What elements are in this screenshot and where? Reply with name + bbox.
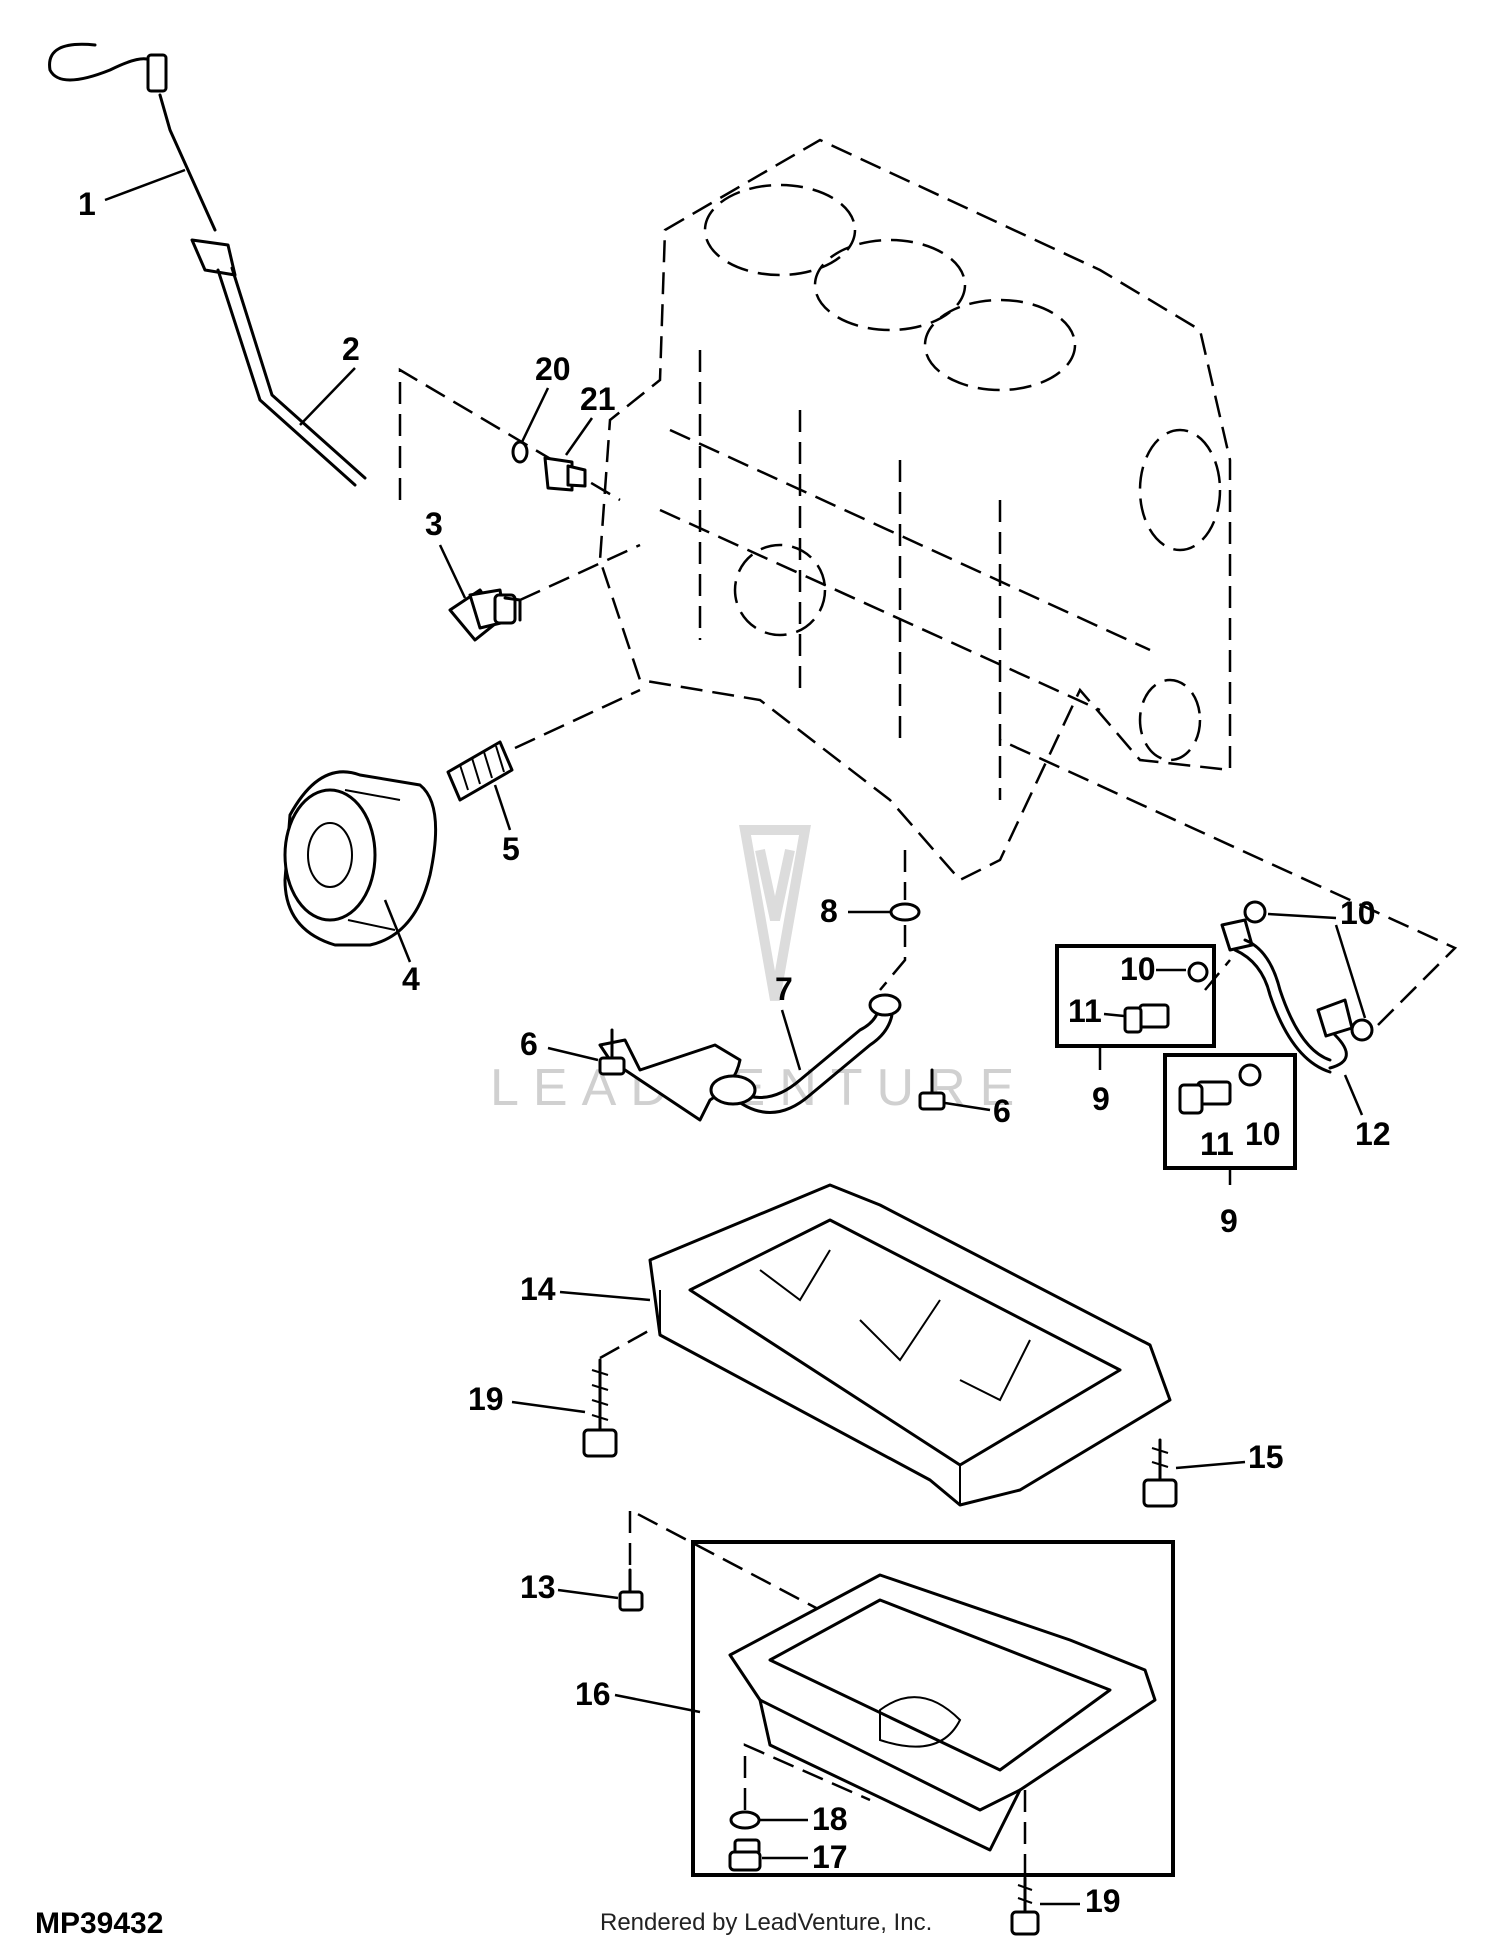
callout-7: 7 — [775, 971, 793, 1007]
banjo-bolt-11-upper[interactable] — [1123, 1003, 1170, 1034]
drain-plug-17[interactable] — [728, 1838, 762, 1872]
callout-1: 1 — [78, 186, 96, 222]
render-credit: Rendered by LeadVenture, Inc. — [600, 1909, 932, 1936]
bolt-6-left[interactable] — [598, 1028, 626, 1076]
callout-10a: 10 — [1120, 951, 1156, 987]
oil-strainer[interactable] — [598, 993, 902, 1122]
callout-16: 16 — [575, 1676, 611, 1712]
dipstick-guide[interactable] — [190, 238, 367, 487]
bolt-19-lower[interactable] — [1010, 1876, 1040, 1936]
washer-10-right-top[interactable] — [1243, 900, 1267, 924]
callout-3: 3 — [425, 506, 443, 542]
callout-8: 8 — [820, 893, 838, 929]
callout-2: 2 — [342, 331, 360, 367]
oil-pan-box — [691, 1540, 1175, 1877]
bolt-19-dashed — [599, 1328, 651, 1360]
watermark: LEADVENTURE — [490, 825, 1028, 1117]
switch-dashed-path — [519, 543, 641, 602]
dipstick[interactable] — [48, 42, 217, 232]
pipe-dashed-path — [999, 738, 1458, 1026]
callout-15: 15 — [1248, 1439, 1284, 1475]
callout-12: 12 — [1355, 1116, 1391, 1152]
plug-dashed-path — [743, 1743, 871, 1810]
callout-6b: 6 — [993, 1093, 1011, 1129]
callout-9a: 9 — [1092, 1081, 1110, 1117]
callout-10c: 10 — [1340, 895, 1376, 931]
oil-pan-housing[interactable] — [648, 1183, 1172, 1507]
callout-19b: 19 — [1085, 1883, 1121, 1919]
bolt-19-upper[interactable] — [582, 1358, 618, 1458]
strainer-dashed-path — [879, 925, 907, 991]
dipstick-dashed-path — [398, 367, 621, 502]
leader-2 — [299, 367, 356, 426]
o-ring-8[interactable] — [889, 902, 921, 922]
leader-15 — [1175, 1460, 1246, 1470]
leader-16 — [614, 1693, 701, 1714]
callout-19a: 19 — [468, 1381, 504, 1417]
plug-21[interactable] — [543, 456, 587, 492]
washer-10-lower[interactable] — [1238, 1063, 1262, 1087]
leader-3 — [438, 544, 467, 599]
drawing-id: MP39432 — [35, 1907, 163, 1940]
callout-17: 17 — [812, 1839, 848, 1875]
oil-filter[interactable] — [283, 770, 438, 947]
bolt-6-right[interactable] — [918, 1068, 946, 1111]
bolt-15[interactable] — [1142, 1438, 1178, 1508]
leader-5 — [493, 784, 512, 831]
engine-block — [598, 138, 1232, 882]
banjo-bolt-11-lower[interactable] — [1178, 1080, 1232, 1115]
leader-12 — [1343, 1074, 1364, 1116]
callout-11b: 11 — [1200, 1126, 1234, 1162]
leader-6a — [547, 1046, 599, 1062]
nipple-dashed-path — [514, 688, 641, 750]
leader-10c-top — [1267, 912, 1337, 920]
leader-20 — [520, 387, 550, 443]
bolt-13-dashed — [628, 1507, 821, 1612]
leader-21 — [564, 417, 594, 456]
callout-13: 13 — [520, 1569, 556, 1605]
callout-9b: 9 — [1220, 1203, 1238, 1239]
oil-pan[interactable] — [728, 1573, 1157, 1852]
leader-6b — [944, 1101, 991, 1112]
washer-10-right-bottom[interactable] — [1350, 1018, 1374, 1042]
bolt-13[interactable] — [618, 1568, 644, 1612]
callout-4: 4 — [402, 961, 420, 997]
callout-20: 20 — [535, 351, 571, 387]
leader-13 — [557, 1588, 619, 1600]
callout-21: 21 — [580, 381, 616, 417]
callout-14: 14 — [520, 1271, 556, 1307]
filter-nipple[interactable] — [446, 740, 514, 802]
leader-7 — [780, 1009, 802, 1071]
callout-6a: 6 — [520, 1026, 538, 1062]
callout-18: 18 — [812, 1801, 848, 1837]
kit-box-upper — [1055, 944, 1216, 1048]
watermark-text: LEADVENTURE — [490, 1059, 1028, 1117]
gasket-18[interactable] — [729, 1810, 761, 1830]
washer-10-upper[interactable] — [1187, 961, 1209, 983]
leader-11a — [1103, 1012, 1125, 1018]
leader-19a — [511, 1400, 586, 1414]
callout-10b: 10 — [1245, 1116, 1281, 1152]
callout-11a: 11 — [1068, 993, 1102, 1029]
callout-5: 5 — [502, 831, 520, 867]
oil-pipe[interactable] — [1220, 918, 1354, 1074]
leader-4 — [383, 899, 412, 963]
oil-pressure-switch[interactable] — [448, 588, 522, 642]
o-ring-20[interactable] — [511, 440, 529, 464]
leader-1 — [104, 168, 186, 202]
leader-10c-bottom — [1334, 924, 1367, 1019]
leader-14 — [559, 1290, 651, 1302]
